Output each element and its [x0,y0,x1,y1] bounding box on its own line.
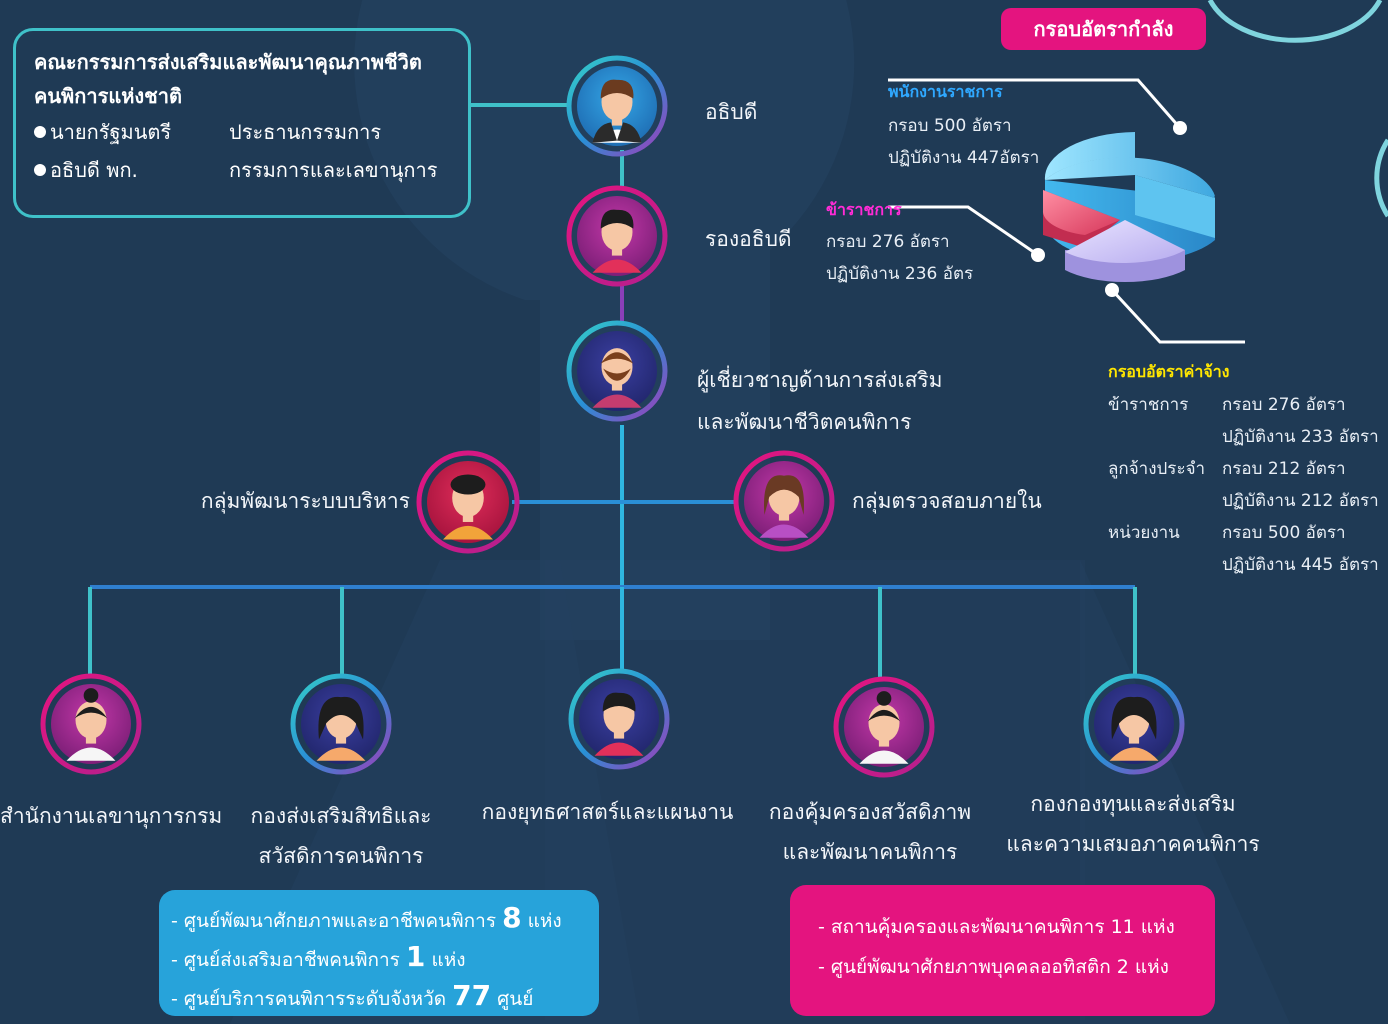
wage-row-working: ปฏิบัติงาน 445 อัตรา [1222,555,1379,575]
bullet-icon [34,164,46,176]
centers-blue-box: - ศูนย์พัฒนาศักยภาพและอาชีพคนพิการ 8 แห่… [159,890,599,1016]
expert-label-line1: ผู้เชี่ยวชาญด้านการส่งเสริม [697,368,943,392]
civil-employees-heading: พนักงานราชการ [888,82,1003,101]
division-label: กองคุ้มครองสวัสดิภาพ [768,800,972,824]
committee-box: คณะกรรมการส่งเสริมและพัฒนาคุณภาพชีวิต คน… [13,28,471,218]
center-name: - ศูนย์ส่งเสริมอาชีพคนพิการ [171,949,400,971]
wage-row-working: ปฏิบัติงาน 233 อัตรา [1222,427,1379,447]
division-label: สวัสดิการคนพิการ [258,844,424,868]
expert-avatar [566,320,668,422]
person-avatar-icon [566,55,668,157]
director-label: อธิบดี [705,100,758,124]
division-label: กองยุทธศาสตร์และแผนงาน [481,800,734,824]
manpower-title-badge: กรอบอัตรากำลัง [1001,8,1206,50]
wage-row-working: ปฏิบัติงาน 212 อัตรา [1222,491,1379,511]
division-avatar [1083,673,1185,775]
centers-blue-item: - ศูนย์บริการคนพิการระดับจังหวัด 77 ศูนย… [171,978,599,1017]
civil-employees-frame: กรอบ 500 อัตรา [888,116,1012,136]
center-unit: ศูนย์ [497,988,534,1010]
centers-pink-item: - สถานคุ้มครองและพัฒนาคนพิการ 11 แห่ง [818,916,1175,938]
centers-pink-item: - ศูนย์พัฒนาศักยภาพบุคคลออทิสติก 2 แห่ง [818,956,1169,978]
center-name: - ศูนย์พัฒนาศักยภาพและอาชีพคนพิการ [171,910,497,932]
director-avatar [566,55,668,157]
centers-pink-box: - สถานคุ้มครองและพัฒนาคนพิการ 11 แห่ง - … [790,885,1215,1016]
admin-group-label: กลุ่มพัฒนาระบบบริหาร [200,489,410,513]
person-avatar-icon [566,320,668,422]
center-name: - ศูนย์บริการคนพิการระดับจังหวัด [171,988,447,1010]
division-label: และพัฒนาคนพิการ [782,840,958,864]
wage-row-name: หน่วยงาน [1108,523,1180,543]
admin-group-avatar [416,450,520,554]
committee-member-row: นายกรัฐมนตรี ประธานกรรมการ [34,113,450,151]
deputy-label: รองอธิบดี [705,227,792,251]
committee-title-line1: คณะกรรมการส่งเสริมและพัฒนาคุณภาพชีวิต [34,50,422,74]
division-label: สำนักงานเลขานุการกรม [0,804,223,828]
person-avatar-icon [568,668,670,770]
person-avatar-icon [40,673,142,775]
civil-servants-working: ปฏิบัติงาน 236 อัตร [826,264,974,284]
committee-member-role: กรรมการและเลขานุการ [229,158,438,182]
center-count: 1 [405,940,426,973]
person-avatar-icon [416,450,520,554]
bullet-icon [34,126,46,138]
division-avatar [40,673,142,775]
committee-member-name: นายกรัฐมนตรี [50,120,172,144]
center-unit: แห่ง [431,949,466,971]
wage-row-frame: กรอบ 276 อัตรา [1222,395,1346,415]
division-label: กองส่งเสริมสิทธิและ [250,804,432,828]
audit-group-label: กลุ่มตรวจสอบภายใน [852,489,1042,513]
wage-row-name: ลูกจ้างประจำ [1108,459,1206,479]
centers-blue-item: - ศูนย์ส่งเสริมอาชีพคนพิการ 1 แห่ง [171,939,599,978]
civil-employees-working: ปฏิบัติงาน 447อัตรา [888,148,1040,168]
committee-member-row: อธิบดี พก. กรรมการและเลขานุการ [34,151,450,189]
committee-member-name: อธิบดี พก. [50,158,138,182]
committee-member-role: ประธานกรรมการ [229,120,382,144]
civil-servants-frame: กรอบ 276 อัตรา [826,232,950,252]
division-label: กองกองทุนและส่งเสริม [1030,792,1236,816]
audit-group-avatar [733,450,835,552]
manpower-pie-chart [1042,132,1215,282]
person-avatar-icon [733,450,835,552]
civil-servants-heading: ข้าราชการ [826,200,902,219]
person-avatar-icon [290,673,392,775]
wage-row-frame: กรอบ 212 อัตรา [1222,459,1346,479]
wage-row-name: ข้าราชการ [1108,395,1189,415]
person-avatar-icon [1083,673,1185,775]
division-label: และความเสมอภาคคนพิการ [1006,832,1260,856]
division-avatar [568,668,670,770]
center-count: 77 [452,979,492,1012]
division-avatar [290,673,392,775]
deputy-avatar [566,185,668,287]
wage-row-frame: กรอบ 500 อัตรา [1222,523,1346,543]
committee-title-line2: คนพิการแห่งชาติ [34,84,182,108]
person-avatar-icon [833,676,935,778]
center-unit: แห่ง [527,910,562,932]
person-avatar-icon [566,185,668,287]
center-count: 8 [502,901,522,934]
expert-label-line2: และพัฒนาชีวิตคนพิการ [697,410,912,434]
division-avatar [833,676,935,778]
centers-blue-item: - ศูนย์พัฒนาศักยภาพและอาชีพคนพิการ 8 แห่… [171,900,599,939]
wage-frame-heading: กรอบอัตราค่าจ้าง [1108,362,1230,381]
